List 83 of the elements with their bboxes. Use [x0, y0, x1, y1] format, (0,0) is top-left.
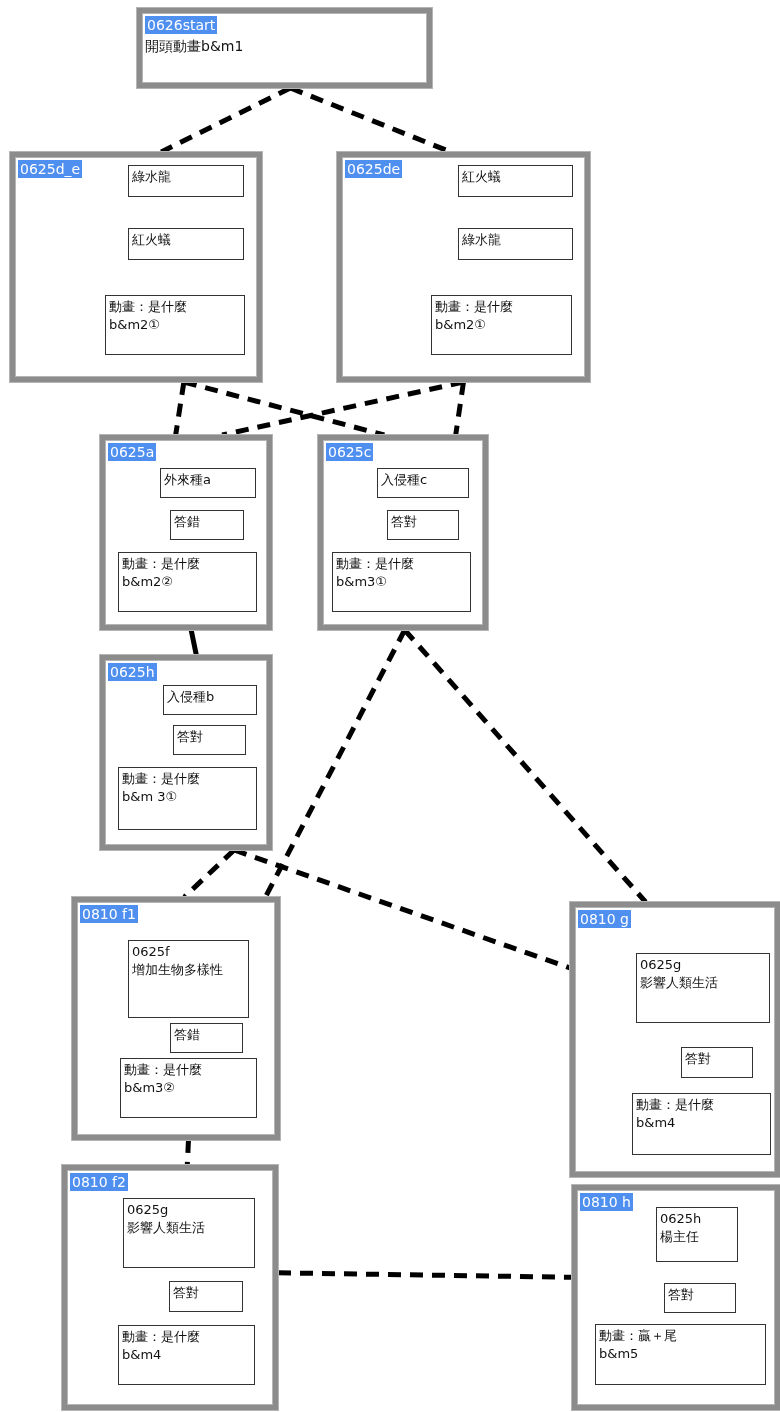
text-box — [173, 725, 246, 755]
group-frame — [10, 152, 262, 382]
box-text: 答對 — [173, 1284, 200, 1302]
text-box — [163, 685, 257, 715]
group-frame — [572, 1185, 780, 1410]
highlighted-label: 0625c — [326, 443, 374, 461]
dashed-connector — [184, 1139, 191, 1166]
highlighted-label: 0625de — [345, 160, 403, 178]
text-box — [632, 1093, 771, 1155]
box-text: 動畫：是什麼 b&m2① — [109, 298, 188, 334]
box-text: 動畫：是什麼 b&m3① — [336, 555, 415, 591]
highlighted-label: 0625h — [108, 663, 157, 681]
text-box — [595, 1324, 766, 1385]
highlighted-label: 0810 f1 — [80, 905, 138, 923]
text-box — [431, 295, 572, 355]
box-text: 答對 — [177, 728, 204, 746]
box-text: 答對 — [668, 1286, 695, 1304]
box-text: 0625g 影響人類生活 — [640, 956, 719, 992]
text-box — [377, 468, 469, 498]
text-box — [118, 1325, 255, 1385]
box-text: 動畫：是什麼 b&m2① — [435, 298, 514, 334]
text-box — [123, 1198, 255, 1268]
text-box — [458, 228, 573, 260]
group-frame — [337, 152, 590, 382]
text-box — [170, 1023, 243, 1053]
text-box — [120, 1058, 257, 1118]
group-frame — [72, 897, 280, 1140]
dashed-connector — [453, 381, 466, 436]
box-text: 動畫：贏＋尾 b&m5 — [599, 1327, 678, 1363]
box-text: 動畫：是什麼 b&m4 — [636, 1096, 715, 1132]
box-text: 動畫：是什麼 b&m 3① — [122, 770, 201, 806]
box-text: 動畫：是什麼 b&m3② — [124, 1061, 203, 1097]
text-box — [128, 228, 244, 260]
box-text: 0625g 影響人類生活 — [127, 1201, 206, 1237]
box-text: 入侵種b — [167, 688, 216, 706]
box-text: 答錯 — [174, 513, 201, 531]
group-frame — [570, 902, 780, 1177]
text-box — [118, 767, 257, 830]
box-text: 0625f 增加生物多樣性 — [132, 943, 224, 979]
box-text: 答錯 — [174, 1026, 201, 1044]
text-box — [128, 940, 249, 1018]
dashed-connector — [277, 1270, 573, 1280]
text-box — [118, 552, 257, 612]
box-text: 動畫：是什麼 b&m4 — [122, 1328, 201, 1364]
text-box — [387, 510, 459, 540]
text-box — [458, 165, 573, 197]
group-frame — [318, 435, 488, 630]
box-text: 入侵種c — [381, 471, 429, 489]
text-box — [170, 510, 244, 540]
dashed-connector — [182, 848, 236, 899]
highlighted-label: 0810 g — [578, 910, 631, 928]
highlighted-label: 0625d_e — [18, 160, 83, 178]
group-frame — [100, 655, 272, 850]
text-box — [681, 1047, 753, 1078]
node-label: 開頭動畫b&m1 — [145, 37, 244, 55]
box-text: 0625h 楊主任 — [660, 1210, 703, 1246]
text-box — [160, 468, 256, 498]
highlighted-label: 0810 h — [580, 1193, 633, 1211]
highlighted-label: 0625a — [108, 443, 157, 461]
text-box — [636, 953, 770, 1023]
box-text: 綠水龍 — [132, 168, 172, 186]
group-frame — [62, 1165, 278, 1410]
box-text: 紅火蟻 — [132, 231, 172, 249]
connector-line — [188, 629, 199, 656]
box-text: 答對 — [685, 1050, 712, 1068]
dashed-connector — [402, 628, 648, 904]
dashed-connector — [173, 381, 187, 436]
box-text: 綠水龍 — [462, 231, 502, 249]
group-frame — [100, 435, 272, 630]
highlighted-label: 0810 f2 — [70, 1173, 128, 1191]
highlighted-label: 0626start — [145, 16, 218, 34]
box-text: 紅火蟻 — [462, 168, 502, 186]
text-box — [105, 295, 245, 355]
box-text: 動畫：是什麼 b&m2② — [122, 555, 201, 591]
text-box — [656, 1207, 738, 1262]
text-box — [169, 1281, 243, 1312]
text-box — [332, 552, 471, 612]
box-text: 外來種a — [164, 471, 212, 489]
group-frame — [137, 8, 432, 88]
text-box — [128, 165, 244, 197]
text-box — [664, 1283, 736, 1313]
box-text: 答對 — [391, 513, 418, 531]
dashed-connector — [263, 628, 407, 899]
